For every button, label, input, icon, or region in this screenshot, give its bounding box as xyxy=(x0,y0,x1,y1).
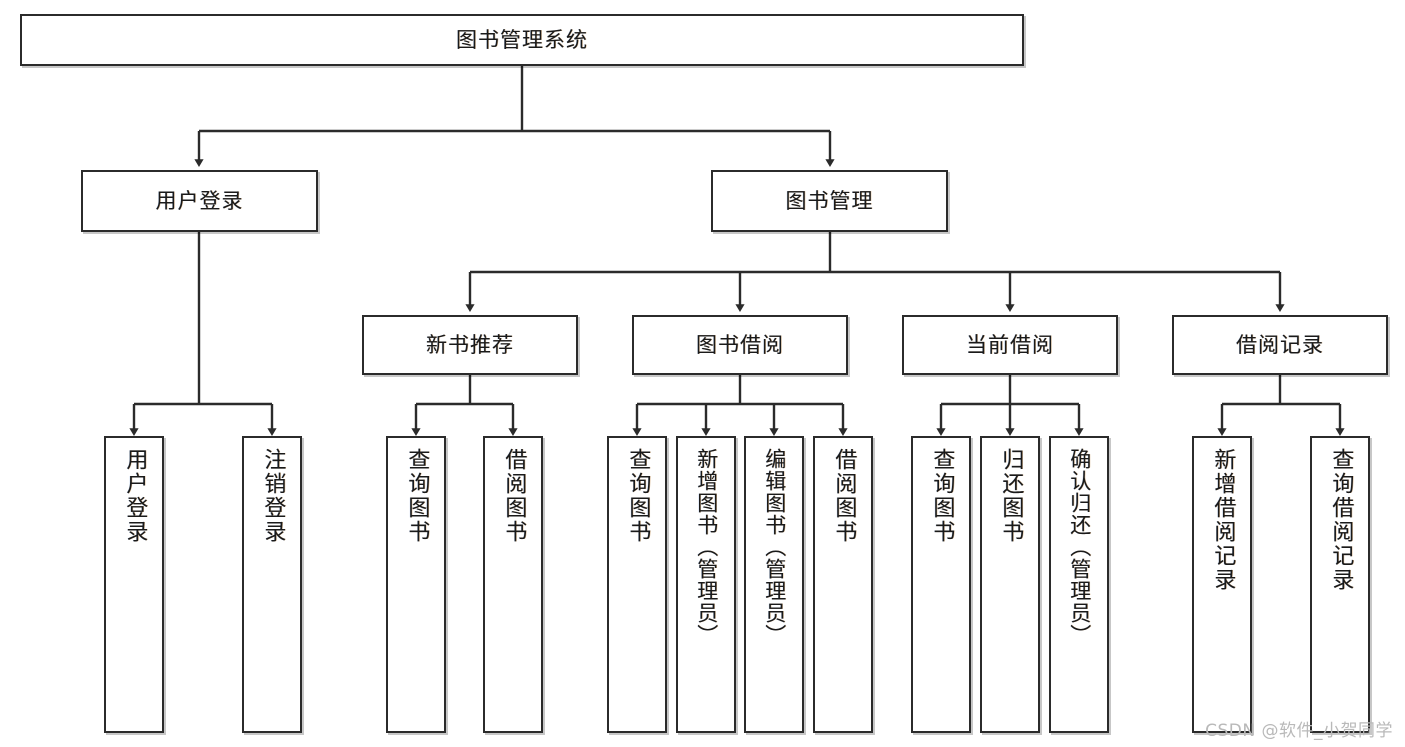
leaf-confirm-return-admin-label: 确认归还（管理员） xyxy=(1067,448,1092,646)
leaf-logout[interactable]: 注销登录 xyxy=(242,436,302,733)
leaf-query-borrow-record-label: 查询借阅记录 xyxy=(1328,448,1354,592)
node-book-management[interactable]: 图书管理 xyxy=(711,170,948,232)
leaf-add-borrow-record[interactable]: 新增借阅记录 xyxy=(1192,436,1252,733)
node-root-label: 图书管理系统 xyxy=(456,27,588,52)
node-borrow-record-label: 借阅记录 xyxy=(1236,332,1324,357)
leaf-query-book-current-label: 查询图书 xyxy=(929,448,955,544)
node-borrow-record[interactable]: 借阅记录 xyxy=(1172,315,1388,375)
leaf-return-book-label: 归还图书 xyxy=(998,448,1024,544)
leaf-query-book-recommend[interactable]: 查询图书 xyxy=(386,436,446,733)
node-new-book-recommend-label: 新书推荐 xyxy=(426,332,514,357)
csdn-watermark: CSDN @软件_小贺同学 xyxy=(1205,721,1393,741)
leaf-user-login[interactable]: 用户登录 xyxy=(104,436,164,733)
node-user-login-label: 用户登录 xyxy=(155,188,244,213)
leaf-edit-book-admin[interactable]: 编辑图书（管理员） xyxy=(744,436,804,733)
node-current-borrow[interactable]: 当前借阅 xyxy=(902,315,1118,375)
node-current-borrow-label: 当前借阅 xyxy=(966,332,1054,357)
leaf-borrow-book-label: 借阅图书 xyxy=(831,448,857,544)
leaf-logout-label: 注销登录 xyxy=(260,448,286,544)
leaf-query-book-borrow-label: 查询图书 xyxy=(625,448,651,544)
leaf-return-book[interactable]: 归还图书 xyxy=(980,436,1040,733)
node-book-management-label: 图书管理 xyxy=(785,188,874,213)
leaf-query-borrow-record[interactable]: 查询借阅记录 xyxy=(1310,436,1370,733)
leaf-borrow-book-recommend[interactable]: 借阅图书 xyxy=(483,436,543,733)
leaf-add-borrow-record-label: 新增借阅记录 xyxy=(1210,448,1236,592)
leaf-user-login-label: 用户登录 xyxy=(122,448,148,544)
node-book-borrow[interactable]: 图书借阅 xyxy=(632,315,848,375)
leaf-borrow-book-recommend-label: 借阅图书 xyxy=(501,448,527,544)
leaf-borrow-book[interactable]: 借阅图书 xyxy=(813,436,873,733)
leaf-query-book-recommend-label: 查询图书 xyxy=(404,448,430,544)
node-new-book-recommend[interactable]: 新书推荐 xyxy=(362,315,578,375)
leaf-query-book-current[interactable]: 查询图书 xyxy=(911,436,971,733)
node-root[interactable]: 图书管理系统 xyxy=(20,14,1024,66)
node-book-borrow-label: 图书借阅 xyxy=(696,332,784,357)
leaf-add-book-admin[interactable]: 新增图书（管理员） xyxy=(676,436,736,733)
leaf-edit-book-admin-label: 编辑图书（管理员） xyxy=(762,448,787,646)
leaf-query-book-borrow[interactable]: 查询图书 xyxy=(607,436,667,733)
leaf-confirm-return-admin[interactable]: 确认归还（管理员） xyxy=(1049,436,1109,733)
leaf-add-book-admin-label: 新增图书（管理员） xyxy=(694,448,719,646)
node-user-login[interactable]: 用户登录 xyxy=(81,170,318,232)
